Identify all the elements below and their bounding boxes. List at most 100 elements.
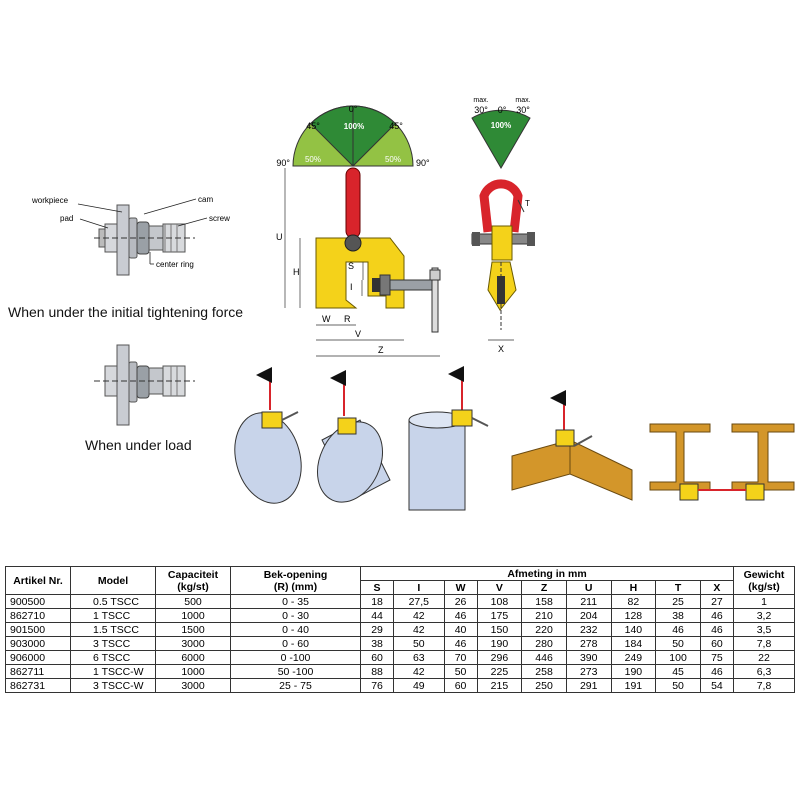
table-cell: 45 xyxy=(655,664,701,679)
table-cell: 1 TSCC-W xyxy=(70,664,156,679)
col-bek-unit: (R) (mm) xyxy=(273,580,318,593)
clamp-side-view xyxy=(471,179,535,341)
table-cell: 76 xyxy=(359,678,395,693)
table-cell: 44 xyxy=(359,608,395,623)
table-cell: 1000 xyxy=(155,664,231,679)
table-cell: 0 -100 xyxy=(230,650,361,665)
gauge-50-right: 50% xyxy=(385,155,401,164)
dim-R: R xyxy=(344,314,351,324)
table-cell: 60 xyxy=(699,636,735,651)
col-dim-v: V xyxy=(476,580,523,595)
table-cell: 60 xyxy=(443,678,478,693)
table-cell: 42 xyxy=(393,664,445,679)
table-cell: 38 xyxy=(655,608,701,623)
gauge-50-left: 50% xyxy=(305,155,321,164)
table-cell: 273 xyxy=(565,664,612,679)
col-gewicht-unit: (kg/st) xyxy=(748,580,780,593)
table-cell: 50 xyxy=(393,636,445,651)
table-cell: 500 xyxy=(155,594,231,609)
label-workpiece: workpiece xyxy=(31,196,69,205)
table-cell: 40 xyxy=(443,622,478,637)
table-cell: 900500 xyxy=(5,594,71,609)
table-cell: 862710 xyxy=(5,608,71,623)
table-cell: 46 xyxy=(699,608,735,623)
gauge-0-label: 0° xyxy=(349,104,358,114)
col-model: Model xyxy=(70,566,156,595)
caption-initial-tightening: When under the initial tightening force xyxy=(8,304,244,320)
gauge-30-right: 30° xyxy=(516,105,530,115)
col-dim-t: T xyxy=(655,580,701,595)
col-capaciteit-unit: (kg/st) xyxy=(177,580,209,593)
table-cell: 42 xyxy=(393,608,445,623)
table-cell: 29 xyxy=(359,622,395,637)
label-screw: screw xyxy=(209,214,230,223)
table-cell: 63 xyxy=(393,650,445,665)
application-pipe-tilted-left xyxy=(234,367,302,504)
dim-T: T xyxy=(525,199,530,208)
table-cell: 3,2 xyxy=(733,608,795,623)
gauge-max-left: max. xyxy=(473,97,488,104)
table-cell: 291 xyxy=(565,678,612,693)
col-dim-x: X xyxy=(699,580,735,595)
col-capaciteit-label: Capaciteit xyxy=(167,568,219,581)
table-cell: 3 TSCC-W xyxy=(70,678,156,693)
table-cell: 0 - 35 xyxy=(230,594,361,609)
table-cell: 3,5 xyxy=(733,622,795,637)
col-dim-u: U xyxy=(565,580,612,595)
gauge-100-label: 100% xyxy=(344,122,364,131)
mechanism-diagram-initial xyxy=(77,198,208,276)
table-cell: 100 xyxy=(655,650,701,665)
table-cell: 42 xyxy=(393,622,445,637)
gauge-30-left: 30° xyxy=(474,105,488,115)
table-cell: 1.5 TSCC xyxy=(70,622,156,637)
table-cell: 49 xyxy=(393,678,445,693)
table-cell: 258 xyxy=(521,664,567,679)
col-gewicht: Gewicht(kg/st) xyxy=(733,566,795,595)
table-cell: 190 xyxy=(476,636,523,651)
gauge-45-right: 45° xyxy=(389,121,403,131)
clamp-front-view xyxy=(284,167,441,357)
dim-X: X xyxy=(498,344,504,354)
table-cell: 46 xyxy=(443,608,478,623)
caption-under-load: When under load xyxy=(85,437,192,453)
table-cell: 184 xyxy=(610,636,657,651)
table-cell: 862731 xyxy=(5,678,71,693)
gauge-100-right: 100% xyxy=(491,121,511,130)
table-cell: 250 xyxy=(521,678,567,693)
table-cell: 249 xyxy=(610,650,657,665)
table-cell: 6 TSCC xyxy=(70,650,156,665)
table-cell: 60 xyxy=(359,650,395,665)
table-cell: 190 xyxy=(610,664,657,679)
table-cell: 46 xyxy=(699,622,735,637)
table-cell: 25 xyxy=(655,594,701,609)
col-artikel-label: Artikel Nr. xyxy=(13,574,63,587)
table-cell: 191 xyxy=(610,678,657,693)
table-cell: 46 xyxy=(699,664,735,679)
col-dim-i: I xyxy=(393,580,445,595)
dim-U: U xyxy=(276,232,283,242)
table-cell: 0.5 TSCC xyxy=(70,594,156,609)
table-cell: 1000 xyxy=(155,608,231,623)
col-dim-w: W xyxy=(443,580,478,595)
table-cell: 3000 xyxy=(155,678,231,693)
dim-W: W xyxy=(322,314,331,324)
product-figure: workpiece cam pad screw center ring 0° 4… xyxy=(31,97,795,511)
table-header-row: Artikel Nr. Model Capaciteit(kg/st) Bek-… xyxy=(5,566,795,595)
label-pad: pad xyxy=(60,214,73,223)
col-dim-h: H xyxy=(610,580,657,595)
table-cell: 22 xyxy=(733,650,795,665)
gauge-0-right: 0° xyxy=(498,105,507,115)
table-cell: 82 xyxy=(610,594,657,609)
table-cell: 0 - 30 xyxy=(230,608,361,623)
table-cell: 7,8 xyxy=(733,636,795,651)
table-cell: 18 xyxy=(359,594,395,609)
table-cell: 75 xyxy=(699,650,735,665)
application-pipe-vertical xyxy=(408,366,489,511)
col-dim-z: Z xyxy=(521,580,567,595)
